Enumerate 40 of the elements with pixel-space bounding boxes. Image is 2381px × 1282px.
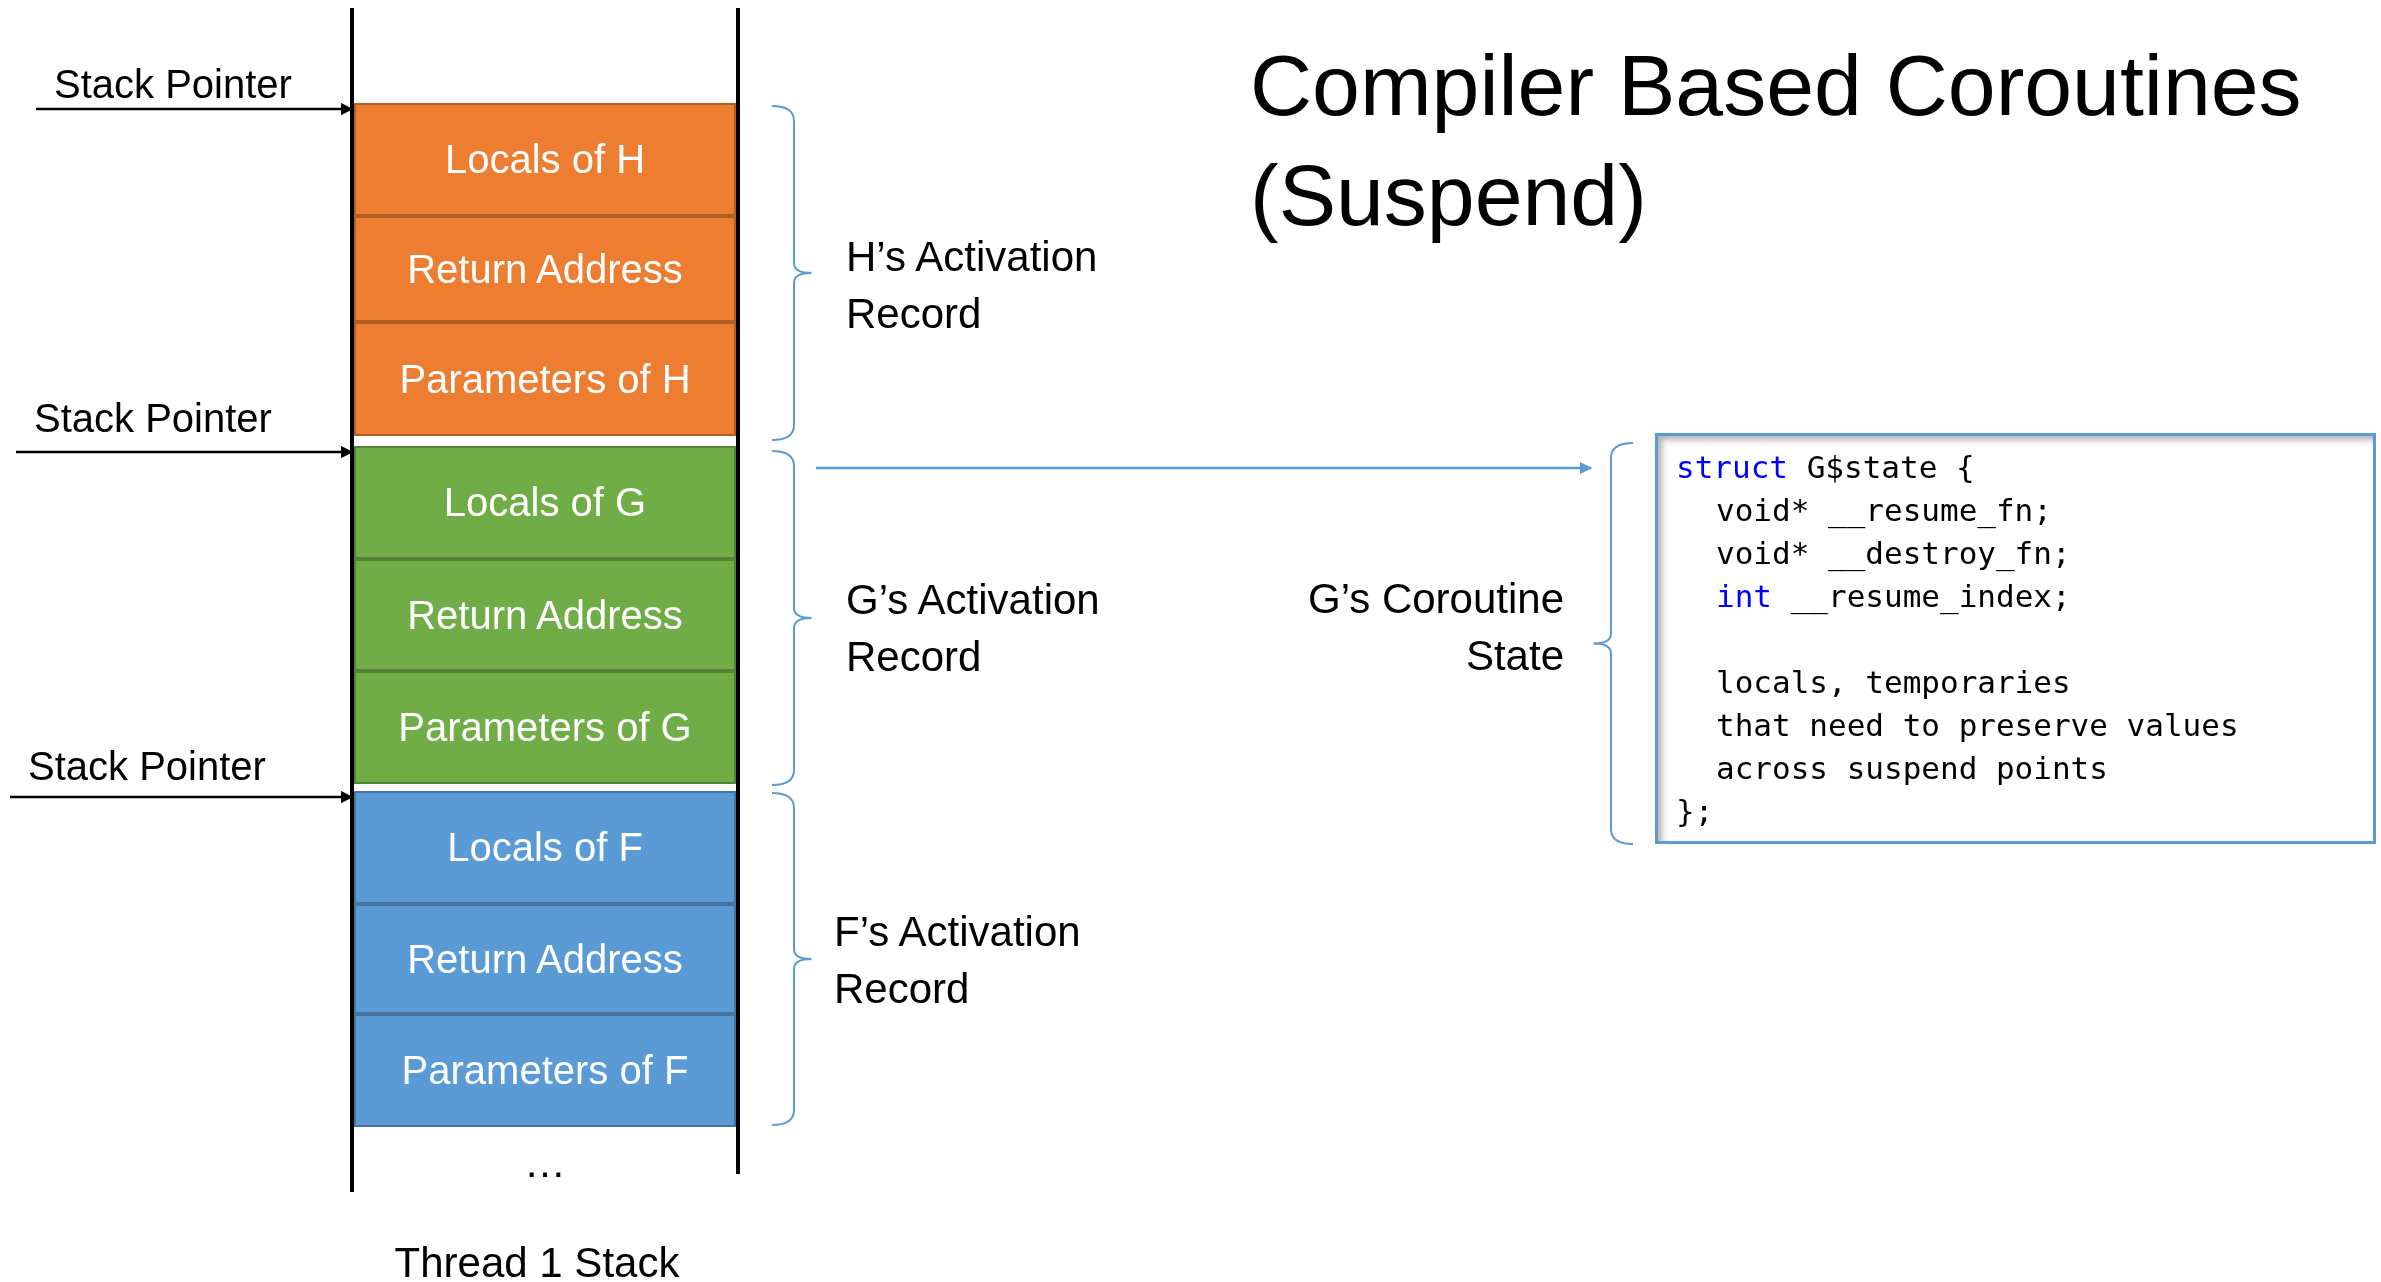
code-line: int __resume_index; bbox=[1716, 577, 2071, 617]
slot-label: Locals of F bbox=[447, 825, 643, 870]
stack-slot-box bbox=[354, 904, 736, 1014]
code-line: }; bbox=[1676, 792, 1714, 831]
code-line: across suspend points bbox=[1716, 749, 2108, 788]
slot-label: Locals of G bbox=[443, 480, 647, 525]
curly-brace bbox=[771, 450, 813, 786]
slot-label: Parameters of H bbox=[399, 356, 691, 402]
stack-slot-box bbox=[354, 559, 736, 671]
title: Compiler Based Coroutines (Suspend) bbox=[1250, 36, 2303, 245]
slot-label: Locals of H bbox=[444, 137, 646, 182]
pointer-label: Stack Pointer bbox=[54, 60, 292, 108]
slot-label: Return Address bbox=[407, 592, 683, 638]
stack-slot-box bbox=[354, 671, 736, 784]
activation-record-label: H’s Activation Record bbox=[846, 232, 1099, 339]
curly-brace bbox=[1592, 442, 1634, 845]
code-line: void* __destroy_fn; bbox=[1716, 534, 2071, 574]
stack-slot-box bbox=[354, 446, 736, 559]
stack-caption: Thread 1 Stack bbox=[393, 1238, 681, 1282]
activation-record-label: G’s Activation Record bbox=[846, 575, 1101, 682]
code-line: that need to preserve values bbox=[1716, 706, 2239, 745]
activation-record-label: F’s Activation Record bbox=[834, 907, 1082, 1014]
code-line: locals, temporaries bbox=[1716, 663, 2071, 702]
arrow bbox=[816, 461, 1593, 475]
pointer-label: Stack Pointer bbox=[28, 742, 266, 790]
code-line: void* __resume_fn; bbox=[1716, 491, 2052, 531]
slot-label: Parameters of F bbox=[401, 1048, 689, 1093]
ellipsis: … bbox=[523, 1138, 567, 1188]
stack-slot-box bbox=[354, 103, 736, 216]
stack-slot-box bbox=[354, 791, 736, 904]
code-line: struct G$state { bbox=[1676, 448, 1975, 487]
stack-slot-box bbox=[354, 216, 736, 322]
pointer-label: Stack Pointer bbox=[34, 394, 272, 442]
code-box bbox=[1655, 433, 2376, 844]
slot-label: Return Address bbox=[407, 246, 683, 292]
stack-slot-box bbox=[354, 322, 736, 436]
side-caption: G’s Coroutine State bbox=[1306, 574, 1564, 681]
stack-slot-box bbox=[354, 1014, 736, 1127]
slot-label: Return Address bbox=[407, 936, 683, 982]
slot-label: Parameters of G bbox=[398, 705, 692, 750]
